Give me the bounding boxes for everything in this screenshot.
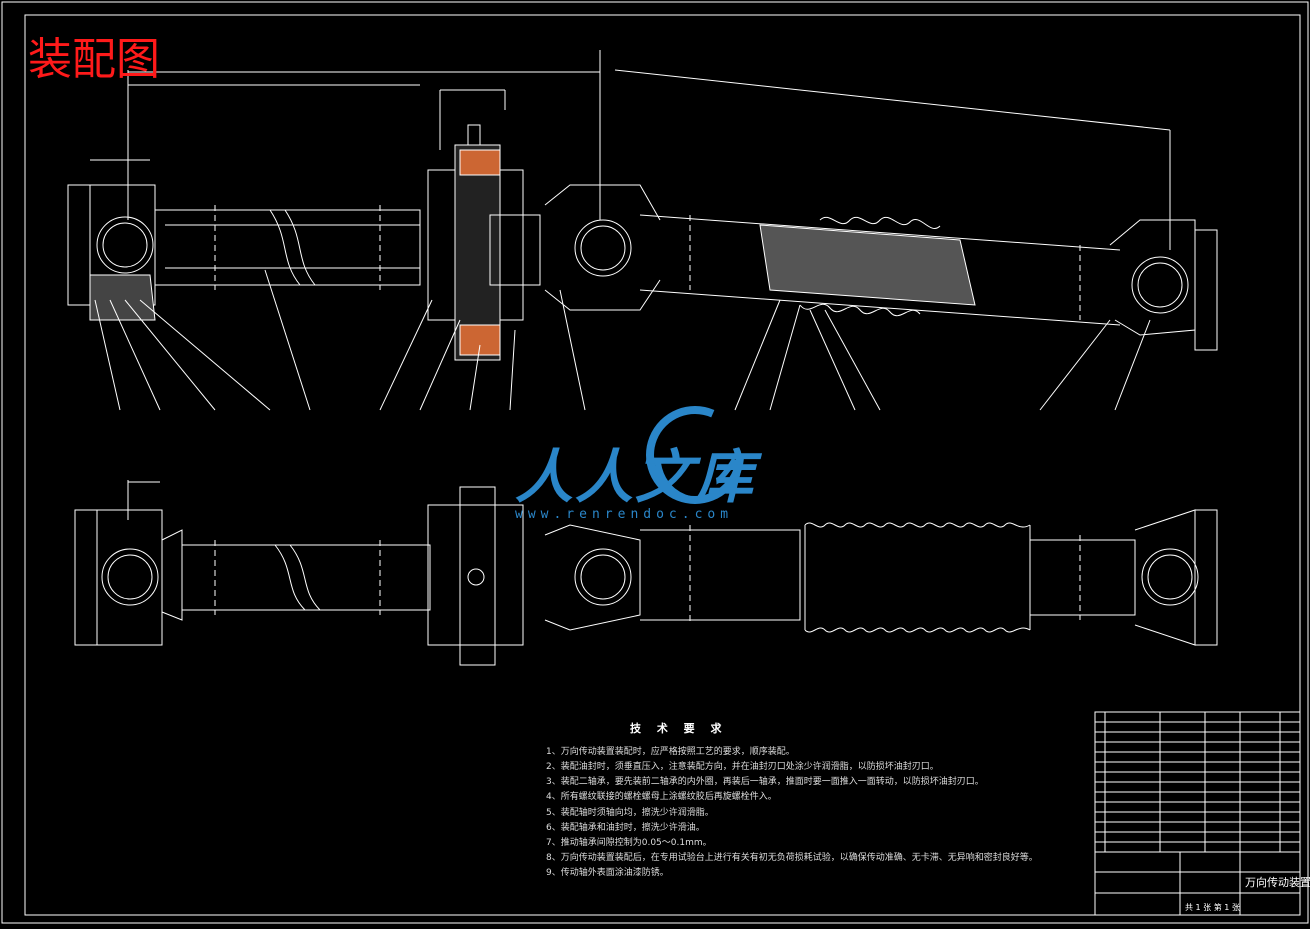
tech-item: 5、装配轴时须轴向均，擦洗少许润滑脂。 bbox=[546, 807, 714, 818]
left-flange bbox=[67, 184, 91, 306]
title-block bbox=[1094, 711, 1301, 916]
watermark-text: 人人文库 bbox=[515, 443, 756, 511]
tech-item: 2、装配油封时，须垂直压入，注意装配方向，并在油封刃口处涂少许润滑脂，以防损坏油… bbox=[546, 762, 939, 773]
tech-item: 1、万向传动装置装配时，应严格按照工艺的要求，顺序装配。 bbox=[546, 747, 795, 757]
tech-item: 9、传动轴外表面涂油漆防锈。 bbox=[546, 868, 669, 879]
bottom-right-cross bbox=[1141, 548, 1199, 606]
tech-item: 3、装配二轴承，要先装前二轴承的内外圈，再装后一轴承，推面时要一面推入一面转动，… bbox=[546, 777, 984, 788]
sheet-info: 共 1 张 第 1 张 bbox=[1185, 902, 1240, 912]
section-view bbox=[67, 50, 1218, 411]
watermark-ring bbox=[646, 406, 744, 504]
bellows bbox=[804, 522, 1031, 528]
right-cross-bearing bbox=[1131, 256, 1189, 314]
technical-requirements: 技 术 要 求 1、万向传动装置装配时，应严格按照工艺的要求，顺序装配。 2、装… bbox=[530, 720, 1070, 882]
right-flange bbox=[1194, 229, 1218, 351]
left-cross-bearing bbox=[96, 216, 154, 274]
exterior-view bbox=[74, 480, 1218, 666]
bottom-middle-cross bbox=[574, 548, 632, 606]
middle-cross-bearing bbox=[574, 219, 632, 277]
tech-item: 6、装配轴承和油封时，擦洗少许滑油。 bbox=[546, 822, 705, 833]
drawing-title: 装配图 bbox=[28, 34, 160, 85]
bottom-center-bearing bbox=[427, 504, 524, 646]
bottom-left-cross bbox=[101, 548, 159, 606]
tech-item: 4、所有螺纹联接的螺栓螺母上涂螺纹胶后再旋螺栓件入。 bbox=[546, 792, 777, 803]
inner-border bbox=[24, 14, 1301, 916]
bottom-right-flange bbox=[1194, 509, 1218, 646]
tech-item: 7、推动轴承间隙控制为0.05～0.1mm。 bbox=[546, 837, 712, 848]
tech-list: 1、万向传动装置装配时，应严格按照工艺的要求，顺序装配。 2、装配油封时，须垂直… bbox=[530, 746, 1070, 879]
tech-heading: 技 术 要 求 bbox=[630, 722, 728, 735]
bottom-left-flange bbox=[74, 509, 98, 646]
tech-item: 8、万向传动装置装配后，在专用试验台上进行有关有初无负荷损耗试验，以确保传动准确… bbox=[546, 852, 1038, 863]
watermark-url: www.renrendoc.com bbox=[515, 507, 734, 522]
drawing-name: 万向传动装置 bbox=[1245, 875, 1310, 889]
